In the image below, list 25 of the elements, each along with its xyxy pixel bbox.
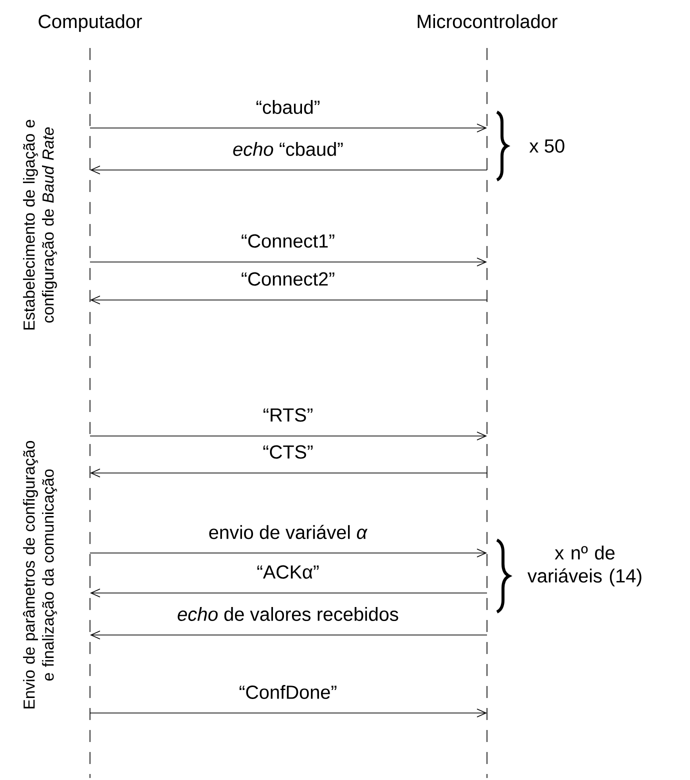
- edge-label: echo de valores recebidos: [178, 607, 398, 621]
- message-arrow: [90, 124, 487, 132]
- edge-label: envio de variável α: [209, 524, 368, 540]
- edge-label: “Connect2”: [242, 272, 334, 286]
- edge-label: “Connect1”: [242, 234, 334, 248]
- edge-label: echo “cbaud”: [233, 142, 343, 156]
- repeat-label: x 50: [529, 139, 564, 153]
- message-arrow: [90, 468, 488, 478]
- edge-label: “CTS”: [263, 445, 313, 459]
- lifeline-heading: Computador: [38, 14, 142, 32]
- message-arrow: [90, 630, 488, 640]
- section-label: Envio de parâmetros de configuração e finalização da comunicação: [22, 440, 58, 708]
- lifeline-heading: Microcontrolador: [418, 14, 558, 28]
- message-arrow: [90, 258, 487, 266]
- edge-label: “ACKα”: [257, 565, 319, 579]
- edge-label: “ConfDone”: [240, 685, 336, 699]
- message-arrow: [90, 708, 487, 718]
- message-arrow: [90, 588, 488, 598]
- message-arrow: [90, 166, 488, 174]
- message-arrow: [90, 296, 488, 304]
- edge-label: “cbaud”: [256, 100, 320, 114]
- message-arrow: [90, 432, 487, 440]
- edge-label: “RTS”: [264, 408, 312, 422]
- message-arrow: [90, 548, 487, 558]
- repeat-label: x nº de variáveis (14): [528, 546, 642, 586]
